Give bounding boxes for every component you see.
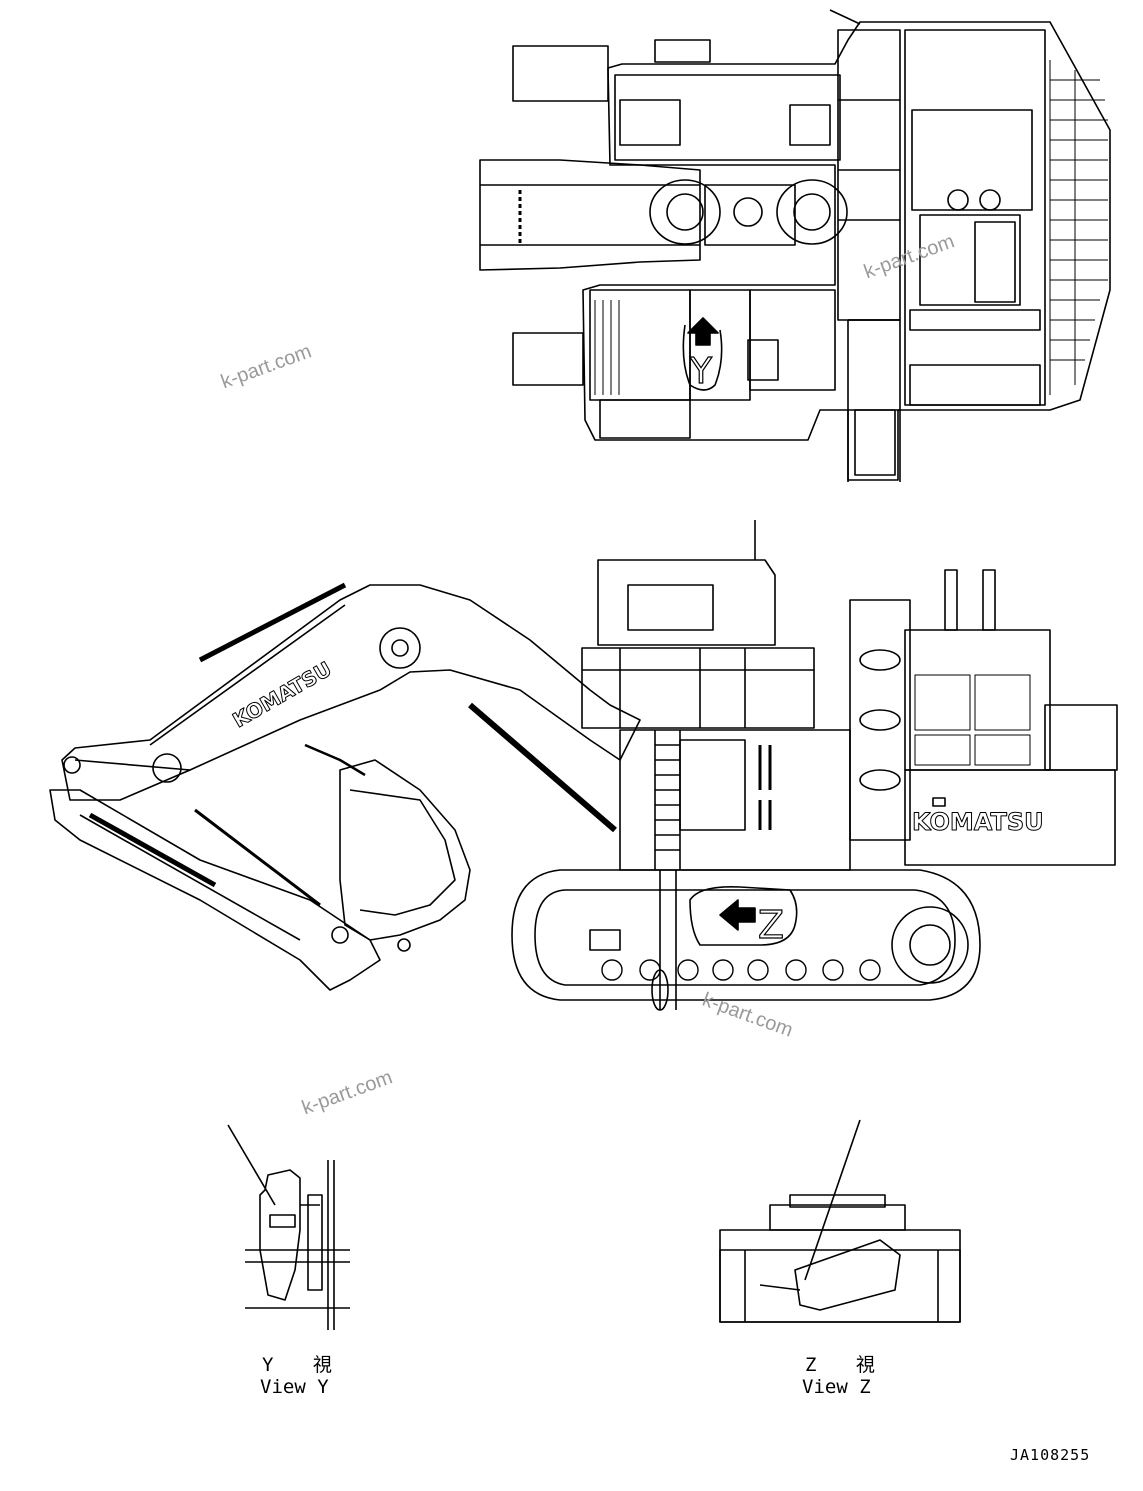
- view-z-label-jp: Z 視: [805, 1354, 889, 1376]
- view-z-label-en: View Z: [802, 1376, 871, 1398]
- track-end-lower: [512, 332, 584, 386]
- view-z-bubble: [689, 885, 798, 946]
- detail-z-frame: [719, 1229, 961, 1323]
- arm-pivot: [152, 753, 182, 783]
- view-y-bubble: [682, 324, 723, 391]
- drawing-code: JA108255: [1010, 1446, 1091, 1464]
- boom-pivot: [379, 627, 421, 669]
- operator-cab: [597, 559, 776, 646]
- track-end-upper: [512, 45, 609, 102]
- crawler-track: [511, 869, 981, 1001]
- counterweight: [904, 769, 1116, 866]
- upper-structure-outline: [582, 21, 1111, 481]
- detail-view-y: [227, 1124, 350, 1330]
- view-y-label-en: View Y: [260, 1376, 329, 1398]
- boom-plan: [479, 159, 701, 271]
- engine-room: [849, 599, 911, 841]
- boom-brand: KOMATSU: [229, 657, 336, 733]
- bucket: [339, 759, 471, 941]
- detail-z-component: [794, 1239, 901, 1311]
- view-y-label-jp: Y 視: [262, 1354, 346, 1376]
- arm: [49, 789, 381, 991]
- engine-room-top: [904, 29, 1046, 406]
- top-view: [479, 9, 1111, 482]
- side-view: KOMATSU: [49, 520, 1118, 1011]
- access-ladder: [654, 730, 681, 1010]
- view-z-letter: Z: [758, 903, 784, 947]
- drive-sprocket: [891, 906, 969, 984]
- swing-bearing-right: [776, 179, 848, 245]
- fuel-tank-top: [589, 289, 691, 401]
- view-y-arrow: [687, 317, 719, 346]
- body-brand: KOMATSU: [912, 808, 1044, 836]
- walkway-railing: [581, 647, 815, 729]
- view-y-letter: Y: [689, 351, 713, 392]
- detail-view-z: [719, 1119, 961, 1323]
- swing-bearing-left: [649, 179, 721, 245]
- boom: [61, 584, 641, 801]
- view-z-arrow: [719, 899, 756, 931]
- detail-y-component: [259, 1169, 301, 1301]
